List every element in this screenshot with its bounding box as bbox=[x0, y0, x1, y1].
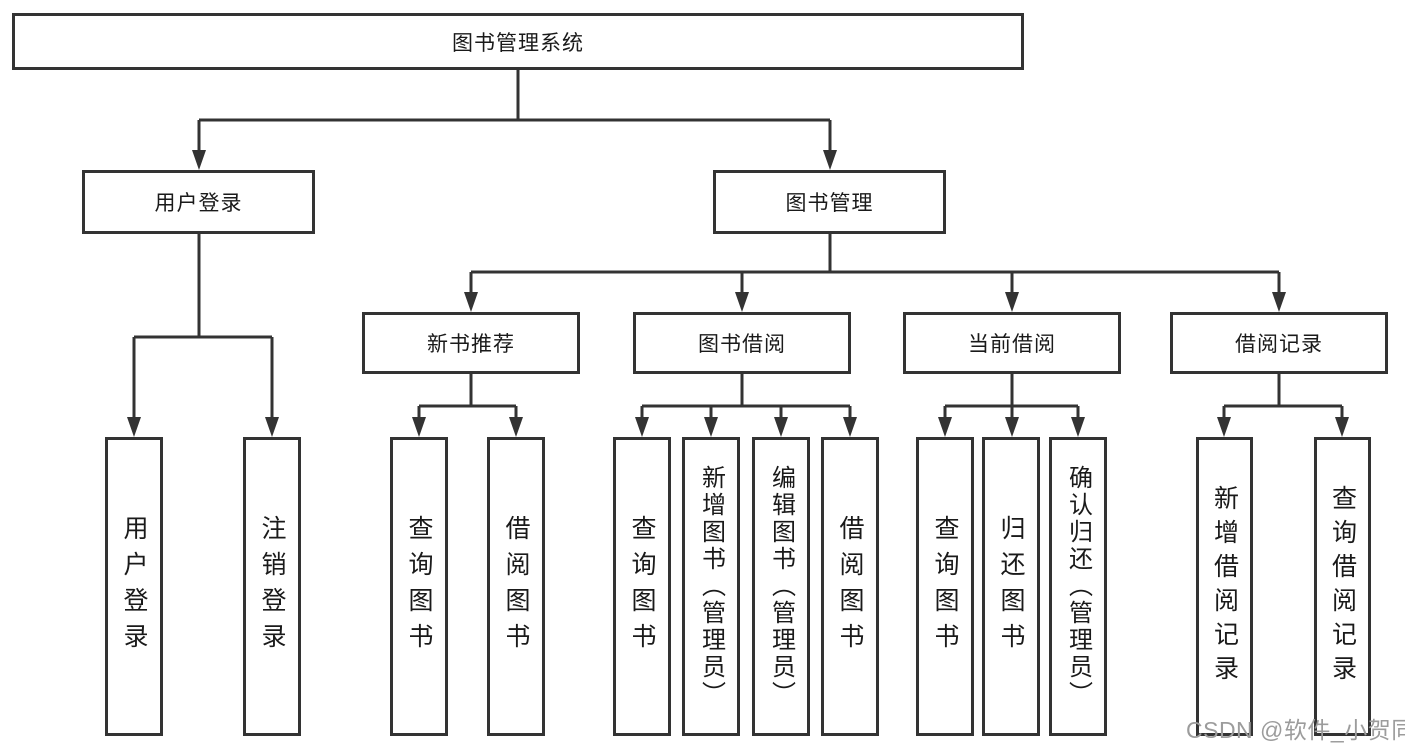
leaf-query-books-current: 查询图书 bbox=[916, 437, 974, 736]
leaf-query-borrow-record: 查询借阅记录 bbox=[1314, 437, 1371, 736]
connector-records-to-leaves bbox=[1217, 374, 1349, 437]
leaf-add-books-admin: 新增图书（管理员） bbox=[682, 437, 740, 736]
node-current-borrow: 当前借阅 bbox=[903, 312, 1121, 374]
node-new-book-recommend: 新书推荐 bbox=[362, 312, 580, 374]
leaf-edit-books-admin: 编辑图书（管理员） bbox=[752, 437, 810, 736]
leaf-return-books: 归还图书 bbox=[982, 437, 1040, 736]
csdn-watermark: CSDN @软件_小贺同学 bbox=[1186, 717, 1405, 743]
connector-borrow-to-leaves bbox=[635, 374, 857, 437]
leaf-query-books-borrow: 查询图书 bbox=[613, 437, 671, 736]
connector-root-to-level2 bbox=[192, 70, 837, 170]
node-borrow-records: 借阅记录 bbox=[1170, 312, 1388, 374]
connector-bookmgmt-to-level3 bbox=[464, 234, 1286, 312]
connector-userlogin-to-leaves bbox=[127, 234, 279, 437]
leaf-query-books-recommend: 查询图书 bbox=[390, 437, 448, 736]
connector-newbook-to-leaves bbox=[412, 374, 523, 437]
leaf-add-borrow-record: 新增借阅记录 bbox=[1196, 437, 1253, 736]
node-book-management-branch: 图书管理 bbox=[713, 170, 946, 234]
leaf-borrow-books-recommend: 借阅图书 bbox=[487, 437, 545, 736]
leaf-borrow-books: 借阅图书 bbox=[821, 437, 879, 736]
node-user-login-branch: 用户登录 bbox=[82, 170, 315, 234]
leaf-logout: 注销登录 bbox=[243, 437, 301, 736]
leaf-confirm-return-admin: 确认归还（管理员） bbox=[1049, 437, 1107, 736]
leaf-user-login: 用户登录 bbox=[105, 437, 163, 736]
node-system-root: 图书管理系统 bbox=[12, 13, 1024, 70]
connector-current-to-leaves bbox=[938, 374, 1085, 437]
node-book-borrow: 图书借阅 bbox=[633, 312, 851, 374]
